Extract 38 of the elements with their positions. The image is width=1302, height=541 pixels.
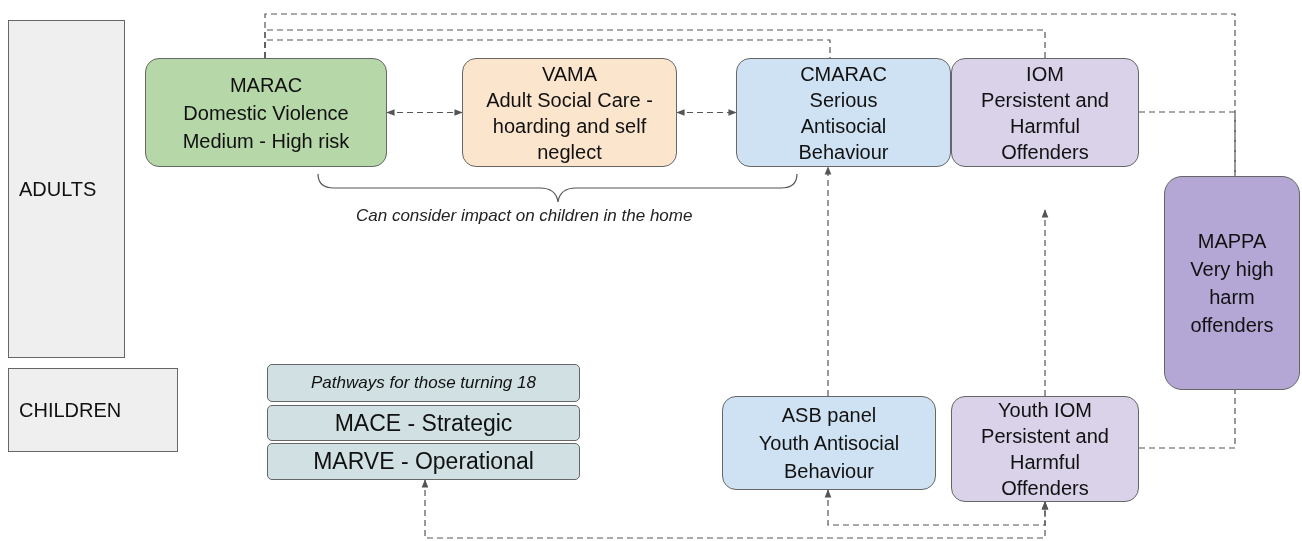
node-title: ASB panel xyxy=(781,403,877,428)
node-title: CHILDREN xyxy=(19,398,122,423)
process-box xyxy=(736,58,951,167)
process-box xyxy=(462,58,677,167)
connector-arrow xyxy=(421,479,1049,539)
node-title: MARAC xyxy=(229,72,303,98)
connector-arrow xyxy=(824,489,1049,526)
process-box xyxy=(951,396,1139,502)
connector-arrow xyxy=(824,166,832,397)
annotation-text: Can consider impact on children in the home xyxy=(356,206,693,226)
row-band xyxy=(8,20,125,358)
node-description: Serious Antisocial Behaviour xyxy=(797,87,890,165)
node-title: Pathways for those turning 18 xyxy=(311,372,536,395)
stacked-box xyxy=(267,405,580,441)
node-title: MACE - Strategic xyxy=(334,408,513,438)
process-box xyxy=(145,58,387,167)
node-description: Persistent and Harmful Offenders xyxy=(980,87,1110,165)
node-title: MARVE - Operational xyxy=(313,447,534,477)
connector-arrow xyxy=(1041,209,1049,397)
node-description: Domestic Violence Medium - High risk xyxy=(181,100,351,154)
process-box xyxy=(722,396,936,490)
stacked-box xyxy=(267,364,580,402)
process-box xyxy=(1164,176,1300,390)
stacked-box xyxy=(267,443,580,480)
node-description: Adult Social Care - hoarding and self neglect xyxy=(485,87,654,165)
node-title: MAPPA xyxy=(1197,229,1267,254)
connector-arrow xyxy=(676,109,737,116)
node-title: ADULTS xyxy=(19,177,97,202)
node-title: VAMA xyxy=(541,61,598,87)
process-box xyxy=(951,58,1139,167)
node-title: IOM xyxy=(1026,61,1064,87)
node-title: CMARAC xyxy=(800,61,887,87)
node-description: Very high harm offenders xyxy=(1189,257,1275,338)
node-description: Youth Antisocial Behaviour xyxy=(757,431,901,484)
node-description: Persistent and Harmful Offenders xyxy=(980,424,1110,501)
row-band xyxy=(8,368,178,452)
connector-arrow xyxy=(386,109,463,116)
node-title: Youth IOM xyxy=(998,398,1092,423)
